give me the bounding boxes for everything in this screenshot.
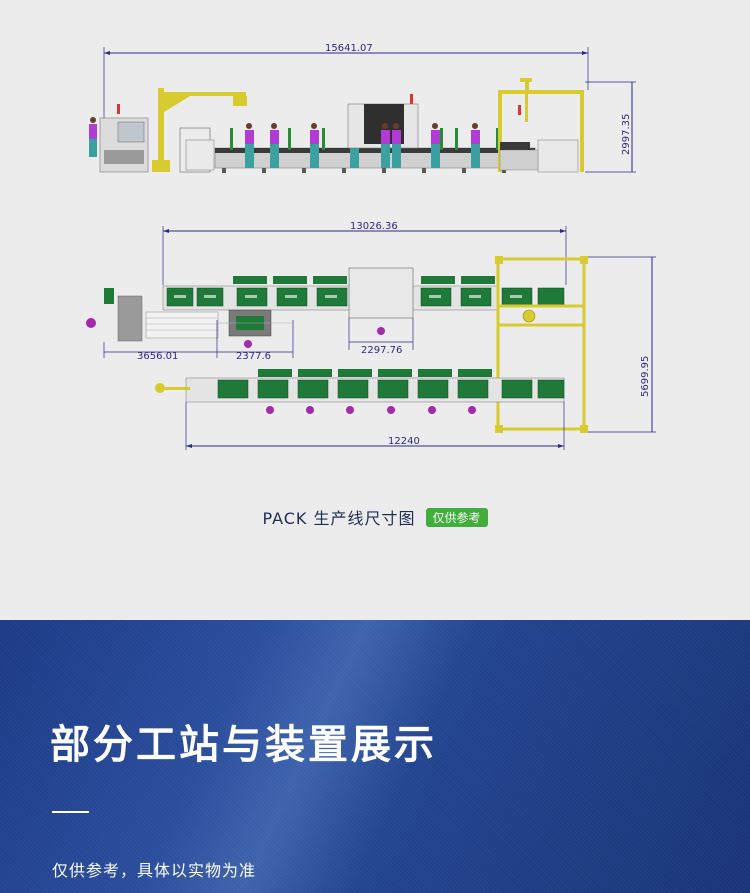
caption-title: PACK 生产线尺寸图 xyxy=(262,509,416,528)
dim-seg-a: 3656.01 xyxy=(137,351,178,362)
dim-seg-b: 2377.6 xyxy=(236,351,271,362)
jib-crane xyxy=(152,88,247,172)
side-elevation: 15641.07 2997.35 xyxy=(89,43,636,173)
gantry-plan xyxy=(496,257,586,431)
reference-badge: 仅供参考 xyxy=(425,507,488,527)
heading-divider xyxy=(52,811,89,813)
plan-view: 13026.36 5699.95 xyxy=(86,221,656,450)
operator-figure xyxy=(245,123,254,168)
dim-depth: 5699.95 xyxy=(640,356,651,397)
reference-note: 仅供参考，具体以实物为准 xyxy=(52,861,257,880)
gantry-frame xyxy=(498,78,584,172)
dim-upper-line-length: 13026.36 xyxy=(350,221,398,232)
operator-figure xyxy=(270,123,279,168)
dim-seg-c: 2297.76 xyxy=(361,345,402,356)
dim-lower-line-length: 12240 xyxy=(388,436,420,447)
drawing-panel: 15641.07 2997.35 xyxy=(0,43,750,529)
section-heading: 部分工站与装置展示 xyxy=(50,722,437,768)
dim-height: 2997.35 xyxy=(621,114,632,155)
section-banner: 部分工站与装置展示 仅供参考，具体以实物为准 xyxy=(0,620,750,893)
operator-figure xyxy=(89,117,97,157)
layout-drawing: 15641.07 2997.35 xyxy=(86,43,656,450)
dim-total-length: 15641.07 xyxy=(325,43,373,54)
operator-figure xyxy=(431,123,440,168)
operator-figure xyxy=(381,123,390,168)
drawing-caption: PACK 生产线尺寸图仅供参考 xyxy=(0,505,750,529)
operator-figure xyxy=(392,123,401,168)
operator-figure xyxy=(310,123,319,168)
operator-figure xyxy=(471,123,480,168)
